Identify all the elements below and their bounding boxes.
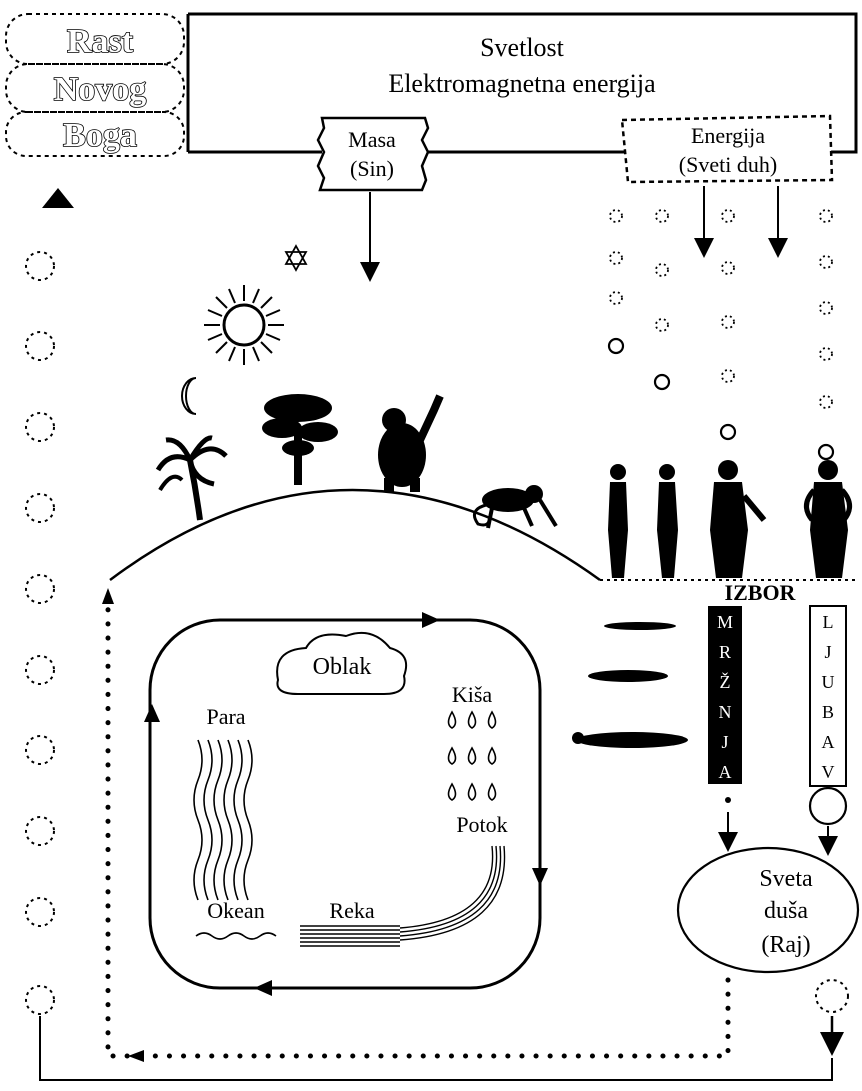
ocean-label: Okean (207, 898, 264, 923)
palm-tree-icon (158, 438, 226, 520)
love-letter-5: A (822, 732, 835, 752)
descend-arrows (370, 186, 778, 272)
love-column: L J U B A V (810, 606, 846, 786)
title-cloud-3: Boga (6, 112, 184, 156)
human-figures (608, 460, 850, 578)
hate-letter-3: Ž (720, 671, 731, 692)
cloud-label: Oblak (313, 654, 372, 680)
title-word-1: Rast (67, 23, 134, 60)
dot-icon (725, 797, 731, 803)
tree-icon (262, 394, 338, 485)
water-cycle: Oblak Para Kiša Potok Okean (144, 612, 548, 996)
growth-column (26, 188, 74, 1014)
vapor-waves (194, 740, 252, 900)
love-letter-4: B (822, 702, 834, 722)
person-1 (608, 464, 628, 578)
title-cloud-2: Novog (6, 64, 184, 112)
monkey-icon (474, 485, 556, 528)
hate-letter-1: M (717, 612, 733, 632)
rain-label: Kiša (452, 682, 493, 707)
hate-letter-4: N (719, 702, 732, 722)
river-label: Reka (329, 898, 374, 923)
up-arrow-icon (42, 188, 74, 208)
soul-line-3: (Raj) (761, 932, 810, 958)
sun-icon (204, 285, 284, 365)
love-letter-6: V (822, 762, 835, 782)
gorilla-icon (378, 396, 440, 492)
title-word-3: Boga (63, 117, 137, 154)
soul-line-1: Sveta (759, 866, 813, 892)
mass-box: Masa (Sin) (318, 118, 428, 190)
soul-line-2: duša (764, 898, 808, 924)
soul-ellipse: Sveta duša (Raj) (678, 848, 858, 972)
energy-sublabel: (Sveti duh) (679, 152, 777, 177)
star-icon (286, 246, 306, 270)
person-3 (710, 460, 764, 578)
love-letter-1: L (823, 612, 834, 632)
love-letter-3: U (822, 672, 835, 692)
energy-label: Energija (691, 123, 765, 148)
stream-label: Potok (456, 812, 507, 837)
title-cloud: Rast Novog Boga (6, 14, 184, 156)
title-cloud-1: Rast (6, 14, 184, 64)
energy-particles (609, 210, 833, 459)
soul-circle-icon (810, 788, 846, 824)
lying-figures (572, 622, 688, 748)
choice-label: IZBOR (725, 580, 797, 605)
energy-box: Energija (Sveti duh) (622, 116, 832, 182)
hate-letter-5: J (721, 732, 728, 752)
person-4 (806, 460, 849, 578)
vapor-label: Para (206, 704, 245, 729)
moon-icon (182, 378, 196, 414)
person-2 (657, 464, 678, 578)
river-lines (300, 926, 400, 946)
hate-letter-6: A (719, 762, 732, 782)
title-word-2: Novog (54, 71, 147, 108)
down-arrow-icon (820, 1032, 844, 1056)
ocean-waves (196, 933, 276, 939)
mass-sublabel: (Sin) (350, 156, 394, 181)
mass-label: Masa (348, 127, 396, 152)
light-title: Svetlost (480, 33, 565, 62)
hate-letter-2: R (719, 642, 731, 662)
stream-lines (400, 846, 505, 940)
hate-column: M R Ž N J A (708, 606, 742, 784)
rain-drops-icon (449, 712, 496, 800)
light-subtitle: Elektromagnetna energija (388, 69, 656, 98)
love-letter-2: J (824, 642, 831, 662)
